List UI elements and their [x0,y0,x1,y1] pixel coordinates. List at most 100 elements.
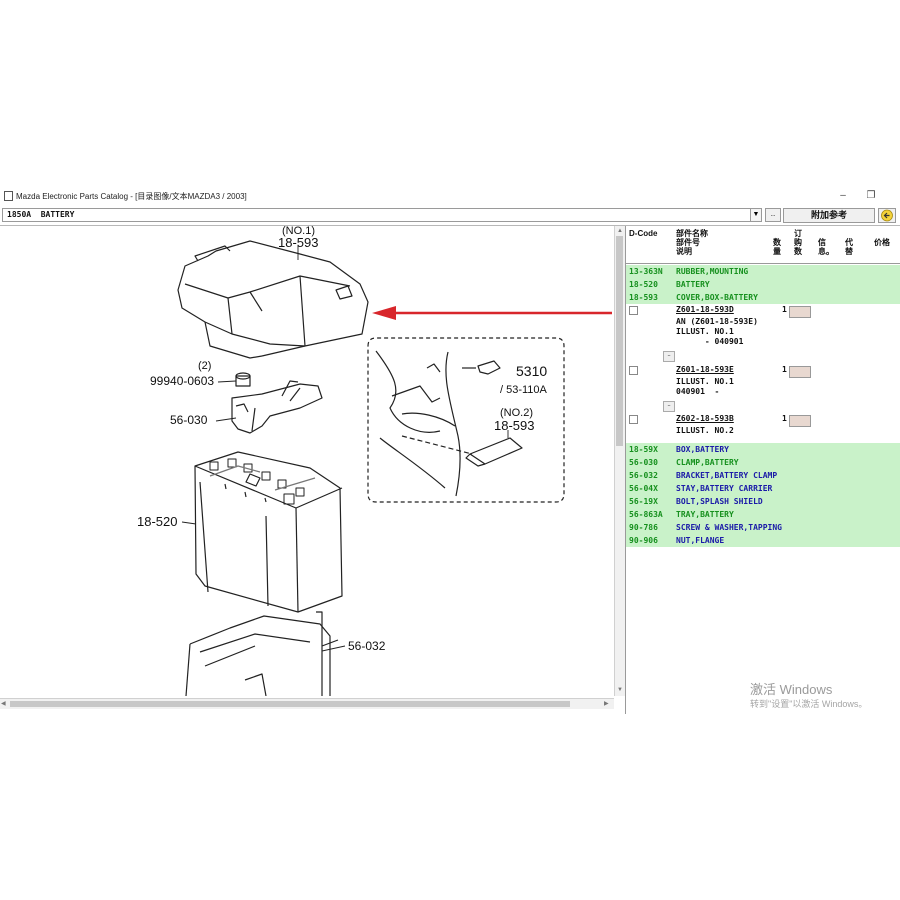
windows-activation-hint: 转到"设置"以激活 Windows。 [750,699,868,709]
variant-part-number[interactable]: Z601-18-593E [676,365,734,374]
battery-part-label: 18-520 [137,514,177,529]
part-code: 56-030 [629,458,658,467]
back-arrow-icon [881,209,893,222]
scroll-left-icon[interactable]: ◀ [1,701,6,707]
scroll-right-icon[interactable]: ▶ [604,701,609,707]
table-row[interactable]: 13-363N RUBBER,MOUNTING [626,265,900,278]
table-row[interactable]: 56-032 BRACKET,BATTERY CLAMP [626,469,900,482]
illustration-pane[interactable]: (NO.1) 18-593 (2) 99940-0603 56-030 18-5… [0,226,614,696]
table-row[interactable]: 90-906 NUT,FLANGE [626,534,900,547]
table-row[interactable]: 90-786 SCREW & WASHER,TAPPING [626,521,900,534]
column-substitute[interactable]: 代替 [845,238,853,256]
quantity-label: (2) [198,360,211,372]
part-name: NUT,FLANGE [676,536,725,545]
cover-part-label: 18-593 [278,235,318,250]
title-bar: Mazda Electronic Parts Catalog - [目录图像/文… [0,186,900,206]
table-row[interactable]: 18-593 COVER,BOX-BATTERY [626,291,900,304]
window-title: Mazda Electronic Parts Catalog - [目录图像/文… [16,192,247,201]
column-price[interactable]: 价格 [874,238,890,247]
part-name: COVER,BOX-BATTERY [676,293,758,302]
part-code: 56-863A [629,510,663,519]
order-quantity-input[interactable] [789,366,811,378]
part-code: 90-786 [629,523,658,532]
variant-description: - 040901 [676,337,744,346]
part-name: RUBBER,MOUNTING [676,267,749,276]
variant-checkbox[interactable] [629,415,638,424]
variant-part-number[interactable]: Z602-18-593B [676,414,734,423]
table-row[interactable]: 56-030 CLAMP,BATTERY [626,456,900,469]
variant-quantity: 1 [782,305,787,314]
variant-description: 040901 - [676,387,720,396]
section-select-value: 1850A BATTERY [7,210,75,219]
scroll-up-icon[interactable]: ▲ [617,228,623,234]
part-name: STAY,BATTERY CARRIER [676,484,773,493]
variant-quantity: 1 [782,414,787,423]
part-code: 56-04X [629,484,658,493]
part-code: 18-520 [629,280,658,289]
nut-part-label: 99940-0603 [150,374,214,388]
part-code: 56-19X [629,497,658,506]
part-code: 13-363N [629,267,663,276]
clamp-part-label: 56-030 [170,413,208,427]
toolbar: 1850A BATTERY ▼ .. 附加参考 [0,206,900,226]
part-code: 18-59X [629,445,658,454]
windows-activation-watermark: 激活 Windows [750,682,833,697]
section-select[interactable]: 1850A BATTERY [2,208,762,222]
chevron-down-icon[interactable]: ▼ [750,208,762,222]
variant-part-number[interactable]: Z601-18-593D [676,305,734,314]
variant-description: ILLUST. NO.1 [676,327,734,336]
ref-53110a-label: / 53-110A [500,384,548,396]
order-quantity-input[interactable] [789,415,811,427]
part-variant-list: Z601-18-593D 1 AN (Z601-18-593E) ILLUST.… [626,304,900,442]
column-description[interactable]: 说明 [676,247,692,256]
scroll-down-icon[interactable]: ▼ [617,687,623,693]
restore-button[interactable]: ❐ [866,190,876,201]
cover-note-label: (NO.1) [282,226,315,237]
part-code: 90-906 [629,536,658,545]
bracket-part-label: 56-032 [348,639,386,653]
part-name: BOLT,SPLASH SHIELD [676,497,763,506]
browse-button[interactable]: .. [765,208,781,222]
back-button[interactable] [878,208,896,223]
column-quantity[interactable]: 数量 [773,238,781,256]
battery-exploded-diagram: (NO.1) 18-593 (2) 99940-0603 56-030 18-5… [137,226,612,696]
column-dcode[interactable]: D-Code [629,229,658,238]
app-icon [4,191,13,201]
variant-quantity: 1 [782,365,787,374]
table-row[interactable]: 18-59X BOX,BATTERY [626,443,900,456]
scroll-thumb[interactable] [10,701,570,707]
part-name: CLAMP,BATTERY [676,458,739,467]
part-name: BRACKET,BATTERY CLAMP [676,471,778,480]
scroll-thumb[interactable] [616,236,623,446]
cover2-note-label: (NO.2) [500,407,533,419]
column-info[interactable]: 信息。 [818,238,834,256]
table-row[interactable]: 18-520 BATTERY [626,278,900,291]
variant-description: AN (Z601-18-593E) [676,317,758,326]
variant-description: ILLUST. NO.2 [676,426,734,435]
illustration-horizontal-scrollbar[interactable]: ◀ ▶ [0,698,614,709]
parts-list-header: D-Code 部件名称 部件号 说明 数量 订购数 信息。 代替 价格 [626,226,900,264]
variant-checkbox[interactable] [629,306,638,315]
column-order-quantity[interactable]: 订购数 [794,229,802,256]
order-quantity-input[interactable] [789,306,811,318]
expand-button[interactable]: .. [663,351,675,362]
table-row[interactable]: 56-04X STAY,BATTERY CARRIER [626,482,900,495]
table-row[interactable]: 56-863A TRAY,BATTERY [626,508,900,521]
variant-description: ILLUST. NO.1 [676,377,734,386]
part-name: SCREW & WASHER,TAPPING [676,523,782,532]
parts-list-panel: D-Code 部件名称 部件号 说明 数量 订购数 信息。 代替 价格 13-3… [625,226,900,714]
part-name: BOX,BATTERY [676,445,729,454]
illustration-vertical-scrollbar[interactable]: ▲ ▼ [614,226,625,696]
part-code: 18-593 [629,293,658,302]
column-part-name[interactable]: 部件名称 [676,229,708,238]
additional-reference-button[interactable]: 附加参考 [783,208,875,223]
ref-5310-label: 5310 [516,363,547,379]
minimize-button[interactable]: – [840,190,846,201]
column-part-number[interactable]: 部件号 [676,238,700,247]
variant-checkbox[interactable] [629,366,638,375]
cover2-part-label: 18-593 [494,418,534,433]
expand-button[interactable]: .. [663,401,675,412]
table-row[interactable]: 56-19X BOLT,SPLASH SHIELD [626,495,900,508]
part-code: 56-032 [629,471,658,480]
part-name: TRAY,BATTERY [676,510,734,519]
